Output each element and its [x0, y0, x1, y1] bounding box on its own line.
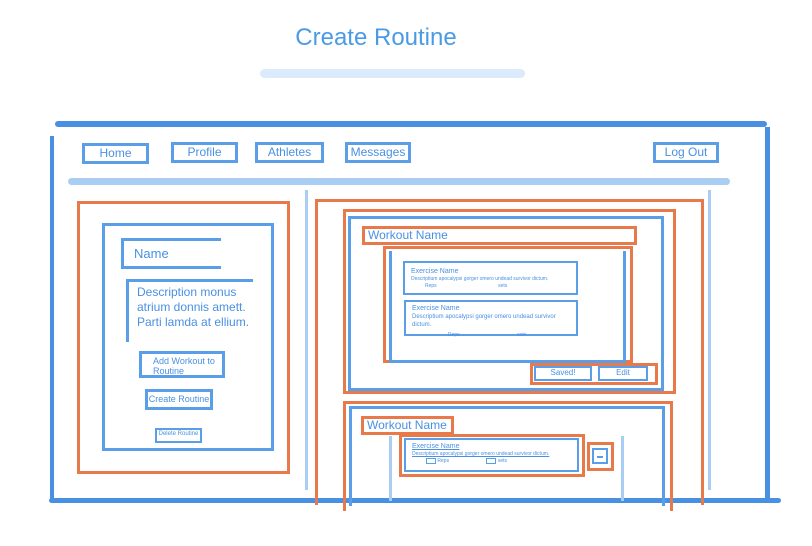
saved-button[interactable]: Saved! [534, 366, 592, 381]
nav-messages-button[interactable]: Messages [345, 142, 411, 163]
remove-exercise-wrapper [587, 442, 614, 471]
exercise-sets: sets [498, 283, 508, 289]
routine-name-input[interactable]: Name [121, 238, 221, 269]
exercise-sets: sets [497, 458, 508, 464]
workout-list-panel [315, 199, 704, 505]
delete-routine-button[interactable]: Delete Routine [155, 428, 202, 443]
exercise-list-edge [389, 436, 392, 501]
window-frame-top [55, 121, 767, 127]
exercise-sets: sets [517, 332, 527, 338]
workout-card-body [349, 406, 665, 506]
create-routine-form [102, 223, 274, 451]
page-title: Create Routine [295, 24, 457, 51]
exercise-description: Descriptium apocalypsi gorger omero unde… [412, 451, 550, 457]
exercise-item[interactable]: Exercise Name Descriptium apocalypsi gor… [404, 438, 579, 472]
exercise-description: Descriptium apocalypsi gorger omero unde… [411, 276, 549, 282]
nav-divider [68, 178, 730, 185]
logout-button[interactable]: Log Out [653, 142, 719, 163]
add-workout-button[interactable]: Add Workout to Routine [139, 351, 225, 378]
title-underline [260, 69, 525, 78]
exercise-name: Exercise Name [412, 443, 460, 450]
create-routine-panel [77, 201, 290, 474]
nav-athletes-button[interactable]: Athletes [255, 142, 324, 163]
nav-home-button[interactable]: Home [82, 143, 149, 164]
reps-input[interactable] [426, 457, 436, 464]
exercise-description: Descriptium apocalypsi gorger omero unde… [412, 314, 556, 328]
exercise-list-edge [621, 436, 624, 501]
workout-card-body [348, 216, 664, 391]
window-frame-bottom [49, 498, 781, 503]
create-routine-button[interactable]: Create Routine [145, 389, 213, 410]
exercise-item[interactable]: Exercise Name Descriptium apocalypsi gor… [404, 300, 578, 338]
window-frame-right [765, 127, 770, 502]
column-divider-right [708, 190, 711, 490]
exercise-group [399, 434, 585, 477]
workout-card [343, 209, 676, 394]
column-divider-left [305, 190, 308, 490]
workout-name[interactable]: Workout Name [362, 226, 637, 245]
exercise-reps: Reps [425, 283, 437, 289]
exercise-name: Exercise Name [412, 305, 460, 312]
nav-profile-button[interactable]: Profile [171, 142, 238, 163]
workout-name[interactable]: Workout Name [361, 416, 454, 435]
workout-actions [530, 363, 658, 385]
workout-card [343, 401, 673, 511]
exercise-list [389, 251, 626, 363]
sets-input[interactable] [486, 457, 497, 464]
routine-description-input[interactable]: Description monus atrium donnis amett. P… [126, 279, 253, 342]
exercise-reps: Reps [437, 458, 450, 464]
edit-button[interactable]: Edit [598, 366, 648, 381]
remove-exercise-button[interactable] [592, 448, 608, 464]
window-frame-left [50, 136, 54, 500]
minus-icon [597, 456, 603, 458]
exercise-name: Exercise Name [411, 268, 459, 275]
exercise-item[interactable]: Exercise Name Descriptium apocalypsi gor… [403, 261, 578, 295]
exercise-reps: Reps [448, 332, 460, 338]
